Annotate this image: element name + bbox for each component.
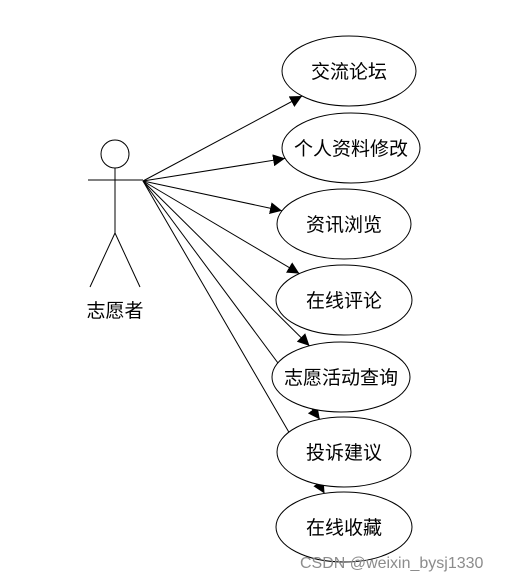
use-case-ellipse — [281, 112, 421, 184]
actor: 志愿者 — [86, 139, 144, 322]
use-case-ellipse — [271, 341, 411, 413]
use-case-label: 交流论坛 — [311, 61, 387, 83]
use-case-label: 投诉建议 — [306, 442, 382, 464]
actor-head — [100, 139, 130, 169]
use-case-tousu-jianyi: 投诉建议 — [276, 416, 412, 488]
use-case-label: 个人资料修改 — [294, 138, 408, 160]
association-arrow — [142, 154, 286, 182]
use-case-ellipse — [281, 35, 417, 107]
use-case-label: 在线收藏 — [306, 517, 382, 539]
actor-left-leg — [89, 232, 116, 288]
use-case-ellipse — [276, 188, 412, 260]
use-case-label: 资讯浏览 — [306, 214, 382, 236]
watermark: CSDN @weixin_bysj1330 — [300, 555, 484, 572]
use-case-zaixian-pinglun: 在线评论 — [275, 264, 413, 336]
use-case-zaixian-shoucang: 在线收藏 — [275, 491, 413, 563]
association-arrow — [142, 180, 300, 275]
association-arrow — [142, 180, 310, 347]
use-case-geren-ziliao-xiugai: 个人资料修改 — [281, 112, 421, 184]
use-case-zixun-liulan: 资讯浏览 — [276, 188, 412, 260]
use-case-zhiyuan-huodong-chaxun: 志愿活动查询 — [271, 341, 411, 413]
actor-label: 志愿者 — [86, 300, 143, 322]
use-case-ellipse — [275, 264, 413, 336]
association-arrow — [142, 95, 303, 182]
use-case-label: 志愿活动查询 — [284, 367, 398, 389]
use-case-ellipse — [276, 416, 412, 488]
use-case-jiaoliu-luntan: 交流论坛 — [281, 35, 417, 107]
use-cases: 交流论坛 个人资料修改 资讯浏览 在线评论 志愿活动查询 投诉建议 在线收藏 — [271, 35, 421, 563]
association-arrow — [142, 180, 283, 215]
actor-right-leg — [114, 232, 141, 288]
use-case-ellipse — [275, 491, 413, 563]
use-case-label: 在线评论 — [306, 290, 382, 312]
